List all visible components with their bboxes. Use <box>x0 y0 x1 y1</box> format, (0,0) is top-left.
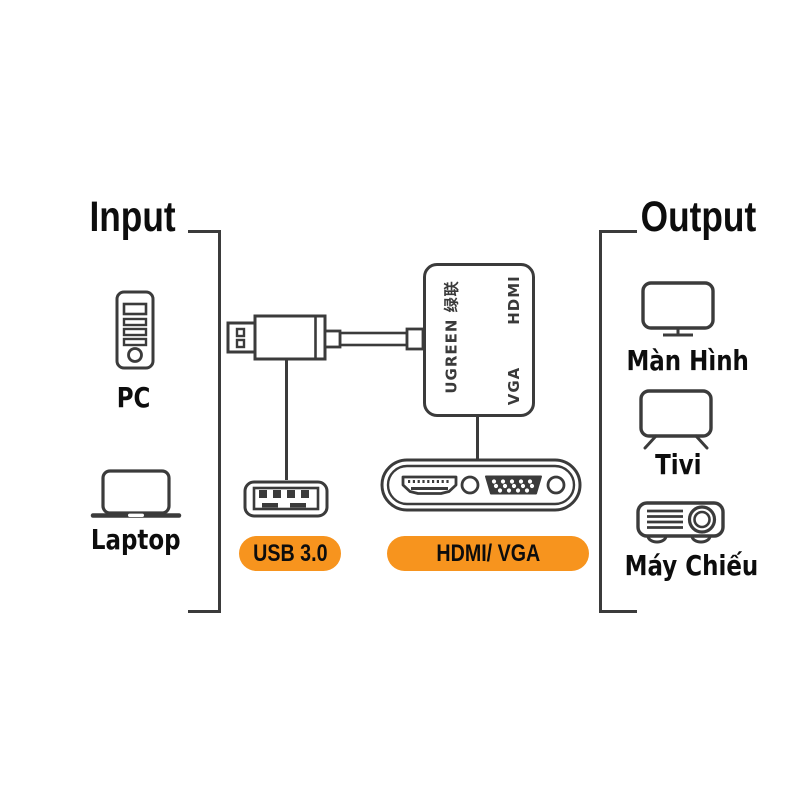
usb-badge: USB 3.0 <box>239 536 341 571</box>
usb-plug-icon <box>226 314 425 361</box>
adapter-box <box>423 263 535 417</box>
video-connector-wire <box>476 417 479 460</box>
adapter-vga-label: VGA <box>505 366 523 406</box>
monitor-icon <box>641 281 715 337</box>
output-bracket <box>599 230 637 613</box>
tv-icon <box>639 389 713 450</box>
monitor-label: Màn Hình <box>626 344 749 377</box>
usb-port-icon <box>243 480 329 518</box>
laptop-label: Laptop <box>91 523 181 556</box>
desktop-tower-icon <box>115 290 155 370</box>
output-title: Output <box>628 193 763 241</box>
tv-label: Tivi <box>654 448 702 481</box>
laptop-icon <box>90 469 182 518</box>
input-title-text: Input <box>89 193 177 241</box>
input-bracket <box>188 230 221 613</box>
hdmi-vga-ports-icon <box>380 458 582 512</box>
output-title-text: Output <box>640 193 757 241</box>
pc-label: PC <box>117 381 151 414</box>
projector-label: Máy Chiếu <box>624 549 759 582</box>
hdmi-connector-glyph <box>401 475 458 495</box>
projector-icon <box>636 501 725 544</box>
adapter-hdmi-label: HDMI <box>505 275 523 325</box>
hdmi-vga-badge: HDMI/ VGA <box>387 536 589 571</box>
usb-connector-wire <box>285 359 288 480</box>
input-title: Input <box>68 193 198 241</box>
adapter-brand-label: UGREEN 绿联 <box>442 280 461 394</box>
